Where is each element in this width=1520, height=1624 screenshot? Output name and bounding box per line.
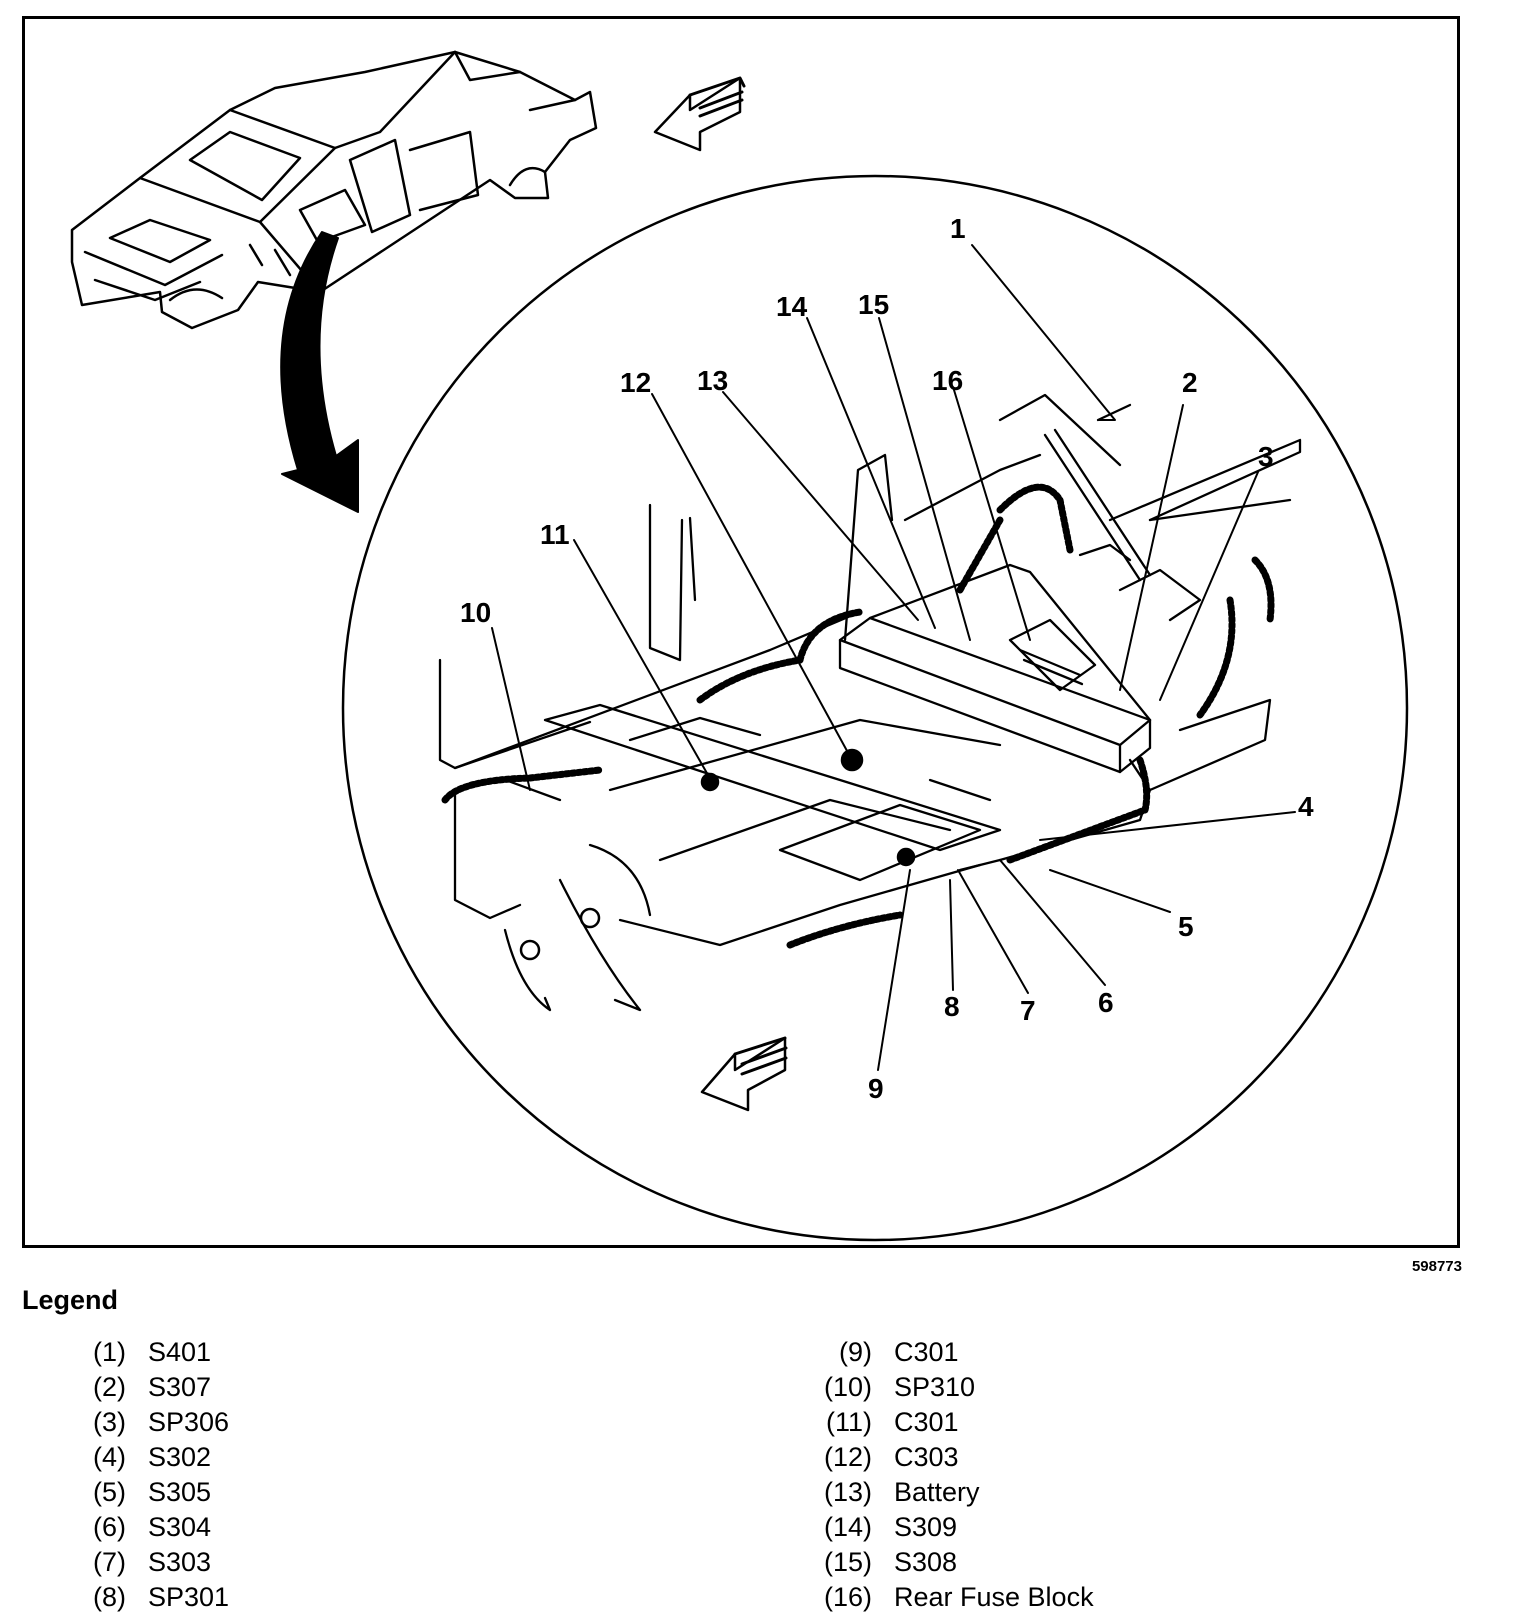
- legend-item-number: (10): [823, 1372, 872, 1402]
- callout-3: 3: [1258, 441, 1274, 472]
- legend-item: (6) S304: [80, 1510, 229, 1545]
- figure-id: 598773: [1411, 1258, 1462, 1275]
- callout-2: 2: [1182, 367, 1198, 398]
- legend-item-number: (13): [823, 1477, 872, 1507]
- legend-item-number: (3): [93, 1407, 126, 1437]
- legend-item-label: S309: [894, 1512, 958, 1542]
- vehicle-body-outline: [70, 50, 598, 330]
- callout-16: 16: [932, 365, 963, 396]
- legend-item-label: SP306: [148, 1407, 230, 1437]
- legend-item-number: (8): [93, 1582, 126, 1612]
- legend-item-label: SP310: [894, 1372, 976, 1402]
- legend-item-number: (15): [823, 1547, 872, 1577]
- legend-item: (5) S305: [80, 1475, 229, 1510]
- zoom-arrow: [280, 231, 359, 513]
- callout-11: 11: [540, 519, 570, 550]
- detail-magnifier-circle: [341, 174, 1409, 1242]
- legend-item-label: S302: [148, 1442, 212, 1472]
- legend-item: (16) Rear Fuse Block: [812, 1580, 1094, 1615]
- callout-6: 6: [1098, 987, 1114, 1018]
- callout-4: 4: [1298, 791, 1314, 822]
- legend-item-label: Rear Fuse Block: [894, 1582, 1094, 1612]
- rear-floor-pan: [438, 393, 1302, 1012]
- legend-item: (10) SP310: [812, 1370, 1094, 1405]
- legend-item-label: S308: [894, 1547, 958, 1577]
- callout-15: 15: [858, 289, 889, 320]
- legend-item-label: C301: [894, 1407, 959, 1437]
- legend-item-number: (1): [93, 1337, 126, 1367]
- legend-item-label: C301: [894, 1337, 959, 1367]
- callout-7: 7: [1020, 995, 1036, 1026]
- legend-item: (4) S302: [80, 1440, 229, 1475]
- callout-10: 10: [460, 597, 491, 628]
- legend-item: (8) SP301: [80, 1580, 229, 1615]
- legend-item: (1) S401: [80, 1335, 229, 1370]
- callout-13: 13: [697, 365, 728, 396]
- forward-arrow-top: [653, 76, 746, 152]
- legend-item-label: S401: [148, 1337, 212, 1367]
- callout-1: 1: [950, 213, 966, 244]
- legend-item-number: (12): [823, 1442, 872, 1472]
- legend-item: (2) S307: [80, 1370, 229, 1405]
- legend-item-number: (16): [823, 1582, 872, 1612]
- connector-c301: [700, 772, 916, 867]
- legend-item: (14) S309: [812, 1510, 1094, 1545]
- forward-arrow-bottom: [700, 1036, 788, 1112]
- legend-item-number: (6): [93, 1512, 126, 1542]
- legend-item-number: (7): [93, 1547, 126, 1577]
- legend-item-label: Battery: [894, 1477, 980, 1507]
- callout-8: 8: [944, 991, 960, 1022]
- callout-numbers: 1 2 3 4 5 6 7 8 9 10 11 12 13 14 15 16: [460, 213, 1314, 1104]
- callout-5: 5: [1178, 911, 1194, 942]
- legend-item-label: S307: [148, 1372, 212, 1402]
- legend-item: (9) C301: [812, 1335, 1094, 1370]
- legend-column-left: (1) S401 (2) S307 (3) SP306 (4) S302 (5) S305…: [80, 1335, 229, 1615]
- figure-frame: [22, 16, 1460, 1248]
- legend-item: (11) C301: [812, 1405, 1094, 1440]
- legend-column-right: (9) C301 (10) SP310 (11) C301 (12) C303 (13)…: [812, 1335, 1094, 1615]
- legend-item-label: SP301: [148, 1582, 230, 1612]
- legend-item-number: (2): [93, 1372, 126, 1402]
- legend-item: (7) S303: [80, 1545, 229, 1580]
- grommets: [519, 907, 601, 961]
- callout-12: 12: [620, 367, 651, 398]
- legend-item-number: (11): [825, 1407, 872, 1437]
- callout-14: 14: [776, 291, 808, 322]
- legend-item: (12) C303: [812, 1440, 1094, 1475]
- legend-item-label: S304: [148, 1512, 212, 1542]
- legend-item-number: (5): [93, 1477, 126, 1507]
- legend-item: (3) SP306: [80, 1405, 229, 1440]
- legend-item-label: C303: [894, 1442, 959, 1472]
- legend-item-number: (4): [93, 1442, 126, 1472]
- legend-item-number: (9): [839, 1337, 872, 1367]
- wiring-location-diagram: 1 2 3 4 5 6 7 8 9 10 11 12 13 14 15 16: [70, 50, 1409, 1242]
- legend-item-label: S305: [148, 1477, 212, 1507]
- legend-title: Legend: [22, 1285, 119, 1315]
- legend-item-label: S303: [148, 1547, 212, 1577]
- callout-leader-lines: [491, 244, 1296, 1071]
- callout-9: 9: [868, 1073, 884, 1104]
- legend-item-number: (14): [823, 1512, 872, 1542]
- legend-item: (15) S308: [812, 1545, 1094, 1580]
- wiring-harness: [441, 483, 1275, 949]
- legend-item: (13) Battery: [812, 1475, 1094, 1510]
